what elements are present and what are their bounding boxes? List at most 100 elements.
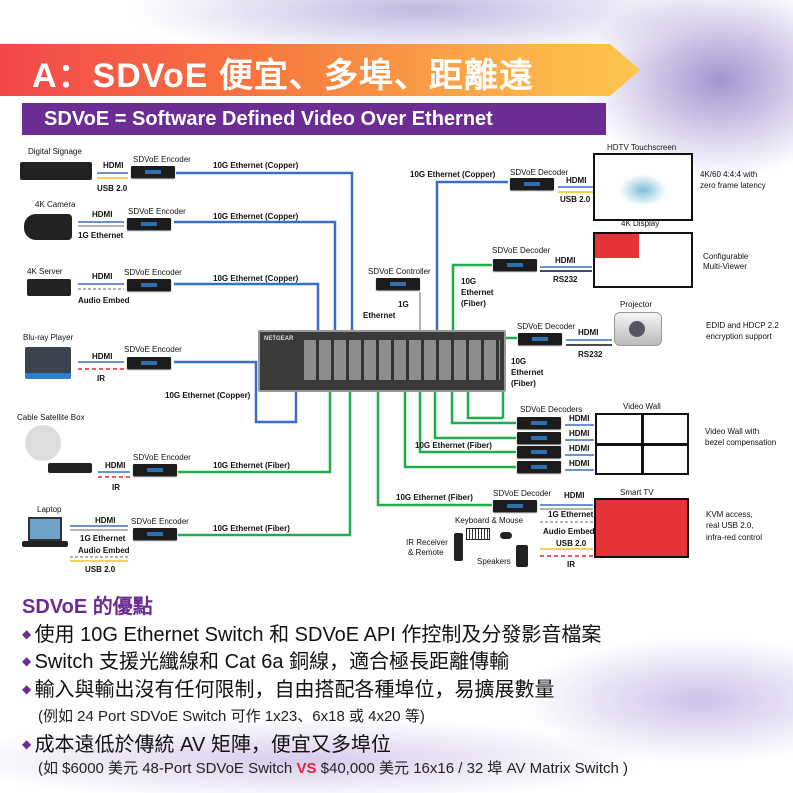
wire-fiber-laptop: [178, 392, 352, 537]
sink-label: 4K Display: [621, 219, 660, 228]
sink-note: encryption support: [706, 332, 772, 341]
wire-copper-signage: [176, 171, 354, 330]
sink-note: bezel compensation: [705, 438, 777, 447]
encoder-icon: [127, 279, 171, 291]
laptop-base: [22, 541, 68, 547]
decoder-icon: [510, 178, 554, 190]
conn-label: USB 2.0: [85, 565, 116, 574]
conn-label: HDMI: [555, 256, 576, 265]
link-label: 10G Ethernet (Copper): [213, 161, 299, 170]
peripheral-label: Speakers: [477, 557, 511, 566]
encoder-icon: [127, 218, 171, 230]
conn-label: RS232: [578, 350, 603, 359]
digital-signage-icon: [20, 162, 92, 180]
source-label: 4K Server: [27, 267, 63, 276]
decoder-label: SDVoE Decoder: [517, 322, 576, 331]
link-label: Ethernet: [461, 288, 494, 297]
smart-tv-icon: [594, 498, 689, 558]
encoder-label: SDVoE Encoder: [124, 268, 182, 277]
mouse-icon: [500, 532, 512, 539]
network-switch: NETGEAR: [258, 330, 506, 392]
wire-fiber-wall4: [403, 392, 516, 469]
peripheral-label: & Remote: [408, 548, 444, 557]
link-label: 10G Ethernet (Copper): [213, 212, 299, 221]
sink-label: HDTV Touchscreen: [607, 143, 677, 152]
conn-label: 1G Ethernet: [78, 231, 124, 240]
decoder-icon: [517, 461, 561, 473]
sink-note: Video Wall with: [705, 427, 760, 436]
vs-label: VS: [296, 760, 317, 777]
encoder-icon: [133, 464, 177, 476]
conn-label: HDMI: [566, 176, 587, 185]
encoder-icon: [131, 166, 175, 178]
source-label: Cable Satellite Box: [17, 413, 85, 422]
conn-label: Audio Embed: [78, 546, 130, 555]
satellite-dish-icon: [25, 425, 61, 461]
advantage-item: Switch 支援光纖線和 Cat 6a 銅線，適合極長距離傳輸: [22, 645, 510, 674]
remote-icon: [454, 533, 463, 561]
conn-label: HDMI: [569, 459, 590, 468]
wire-fiber-satellite: [178, 392, 332, 474]
keyboard-icon: [466, 528, 490, 540]
decoder-icon: [517, 446, 561, 458]
source-label: Laptop: [37, 505, 62, 514]
decoder-label: SDVoE Decoder: [492, 246, 551, 255]
advantages-heading: SDVoE 的優點: [22, 596, 153, 618]
sink-note: zero frame latency: [700, 181, 766, 190]
4k-display-icon: [593, 232, 693, 288]
wire-fiber-projector-loop: [466, 392, 503, 420]
advantage-example: (例如 24 Port SDVoE Switch 可作 1x23、6x18 或 …: [38, 708, 425, 725]
link-label: 10G: [511, 357, 527, 366]
decoder-icon: [517, 432, 561, 444]
wire-fiber-smarttv: [376, 392, 492, 507]
conn-label: HDMI: [569, 429, 590, 438]
source-label: Digital Signage: [28, 147, 82, 156]
decoder-label: SDVoE Decoder: [510, 168, 569, 177]
decoder-label: SDVoE Decoders: [520, 405, 583, 414]
advantage-example: (如 $6000 美元 48-Port SDVoE Switch VS $40,…: [38, 757, 628, 778]
conn-label: USB 2.0: [560, 195, 591, 204]
encoder-label: SDVoE Encoder: [133, 155, 191, 164]
switch-ports: [304, 340, 500, 380]
conn-label: IR: [567, 560, 575, 569]
sink-label: Smart TV: [620, 488, 654, 497]
conn-label: 1G Ethernet: [548, 510, 594, 519]
link-label: 10G Ethernet (Fiber): [213, 524, 290, 533]
wire-copper-bluray: [174, 360, 298, 424]
link-label: Ethernet: [511, 368, 544, 377]
laptop-icon: [28, 517, 62, 541]
wire-fiber-wall1: [450, 392, 516, 425]
conn-label: IR: [112, 483, 120, 492]
hdtv-touchscreen-icon: [593, 153, 693, 221]
sink-note: EDID and HDCP 2.2: [706, 321, 779, 330]
decoder-icon: [518, 333, 562, 345]
link-label: (Fiber): [511, 379, 536, 388]
decoder-icon: [493, 500, 537, 512]
conn-label: HDMI: [569, 444, 590, 453]
sink-note: infra-red control: [706, 533, 763, 542]
switch-brand: NETGEAR: [264, 336, 294, 342]
link-label: 10G Ethernet (Fiber): [213, 461, 290, 470]
encoder-icon: [127, 357, 171, 369]
link-label: 10G Ethernet (Copper): [213, 274, 299, 283]
peripheral-label: Keyboard & Mouse: [455, 516, 524, 525]
controller-link: Ethernet: [363, 311, 396, 320]
conn-label: 1G Ethernet: [80, 534, 126, 543]
conn-label: Audio Embed: [78, 296, 130, 305]
wire-fiber-wall2: [433, 392, 516, 440]
link-label: 10G Ethernet (Fiber): [396, 493, 473, 502]
wire-copper-camera: [174, 220, 337, 330]
controller-icon: [376, 278, 420, 290]
encoder-label: SDVoE Encoder: [131, 517, 189, 526]
conn-label: HDMI: [105, 461, 126, 470]
link-label: 10G Ethernet (Copper): [410, 170, 496, 179]
source-label: 4K Camera: [35, 200, 76, 209]
conn-label: Audio Embed: [543, 527, 595, 536]
title-banner: [0, 44, 640, 96]
bluray-player-icon: [25, 347, 71, 379]
conn-label: HDMI: [95, 516, 116, 525]
video-wall-icon: [595, 413, 689, 475]
wire-copper-server: [174, 282, 320, 330]
decoder-label: SDVoE Decoder: [493, 489, 552, 498]
conn-label: RS232: [553, 275, 578, 284]
